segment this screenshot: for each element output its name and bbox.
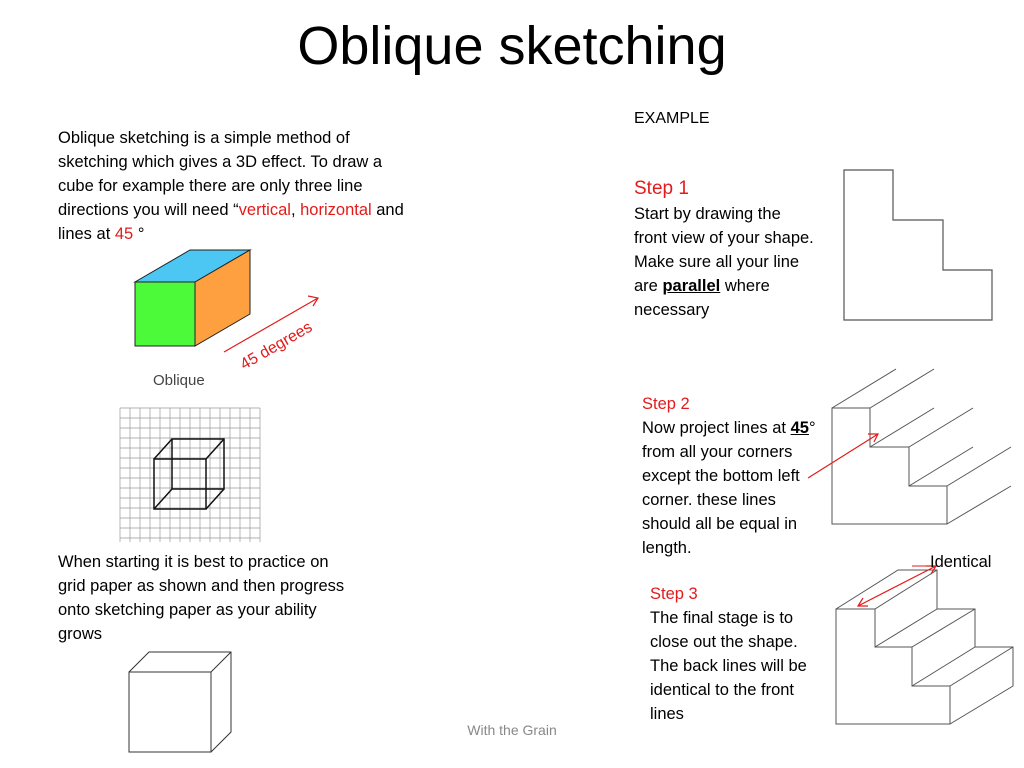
step3-final-shape (835, 569, 1014, 725)
angle-arrow (223, 297, 319, 353)
sketch-cube (128, 651, 232, 753)
step1-title: Step 1 (634, 178, 689, 199)
cube-caption: Oblique (153, 372, 205, 389)
intro-comma: , (290, 201, 296, 219)
step1-front-view (843, 169, 993, 321)
intro-text: Oblique sketching is a simple method of … (58, 129, 383, 219)
practice-paragraph: When starting it is best to practice on … (58, 553, 345, 643)
step2-arrow (807, 433, 879, 479)
step3-block: Step 3 The final stage is to close out t… (650, 582, 830, 726)
identical-label: Identical (930, 553, 992, 571)
step2-text-a: Now project lines at (642, 419, 791, 437)
step3-text: The final stage is to close out the shap… (650, 609, 807, 723)
cube-front-face (134, 281, 196, 347)
step1-text-a: Start by drawing the front view of your … (634, 205, 814, 295)
step2-block: Step 2 Now project lines at 45° from all… (642, 392, 822, 560)
step2-projection (831, 368, 1012, 525)
angle-label: 45 degrees (238, 319, 316, 374)
identical-arrow-head-left (856, 597, 868, 607)
grid-paper (119, 407, 261, 542)
footer-text: With the Grain (467, 722, 557, 738)
intro-vertical: vertical (238, 201, 291, 219)
intro-degree: ° (133, 225, 145, 243)
intro-and-lines: and lines at (58, 201, 404, 243)
identical-arrow (857, 565, 937, 607)
intro-angle: 45 (114, 225, 134, 243)
grid-cube (153, 438, 225, 510)
step2-bold: 45 (790, 419, 809, 437)
intro-horizontal: horizontal (300, 201, 372, 219)
step1-text: Start by drawing the front view of your … (634, 202, 814, 322)
step2-title: Step 2 (642, 395, 690, 413)
angle-arrow-head (307, 295, 319, 307)
step2-arrow-head (868, 433, 879, 443)
step1-block: Step 1 Start by drawing the front view o… (634, 176, 814, 322)
example-label: EXAMPLE (634, 110, 710, 127)
step1-bold: parallel (662, 277, 721, 295)
step3-title: Step 3 (650, 585, 698, 603)
page-title: Oblique sketching (297, 16, 727, 76)
step2-text: Now project lines at 45° from all your c… (642, 416, 822, 560)
step1-text-b: where necessary (634, 277, 770, 319)
colored-oblique-cube (133, 249, 252, 347)
intro-paragraph: Oblique sketching is a simple method of … (58, 126, 408, 246)
step2-text-b: ° from all your corners except the botto… (642, 419, 816, 557)
